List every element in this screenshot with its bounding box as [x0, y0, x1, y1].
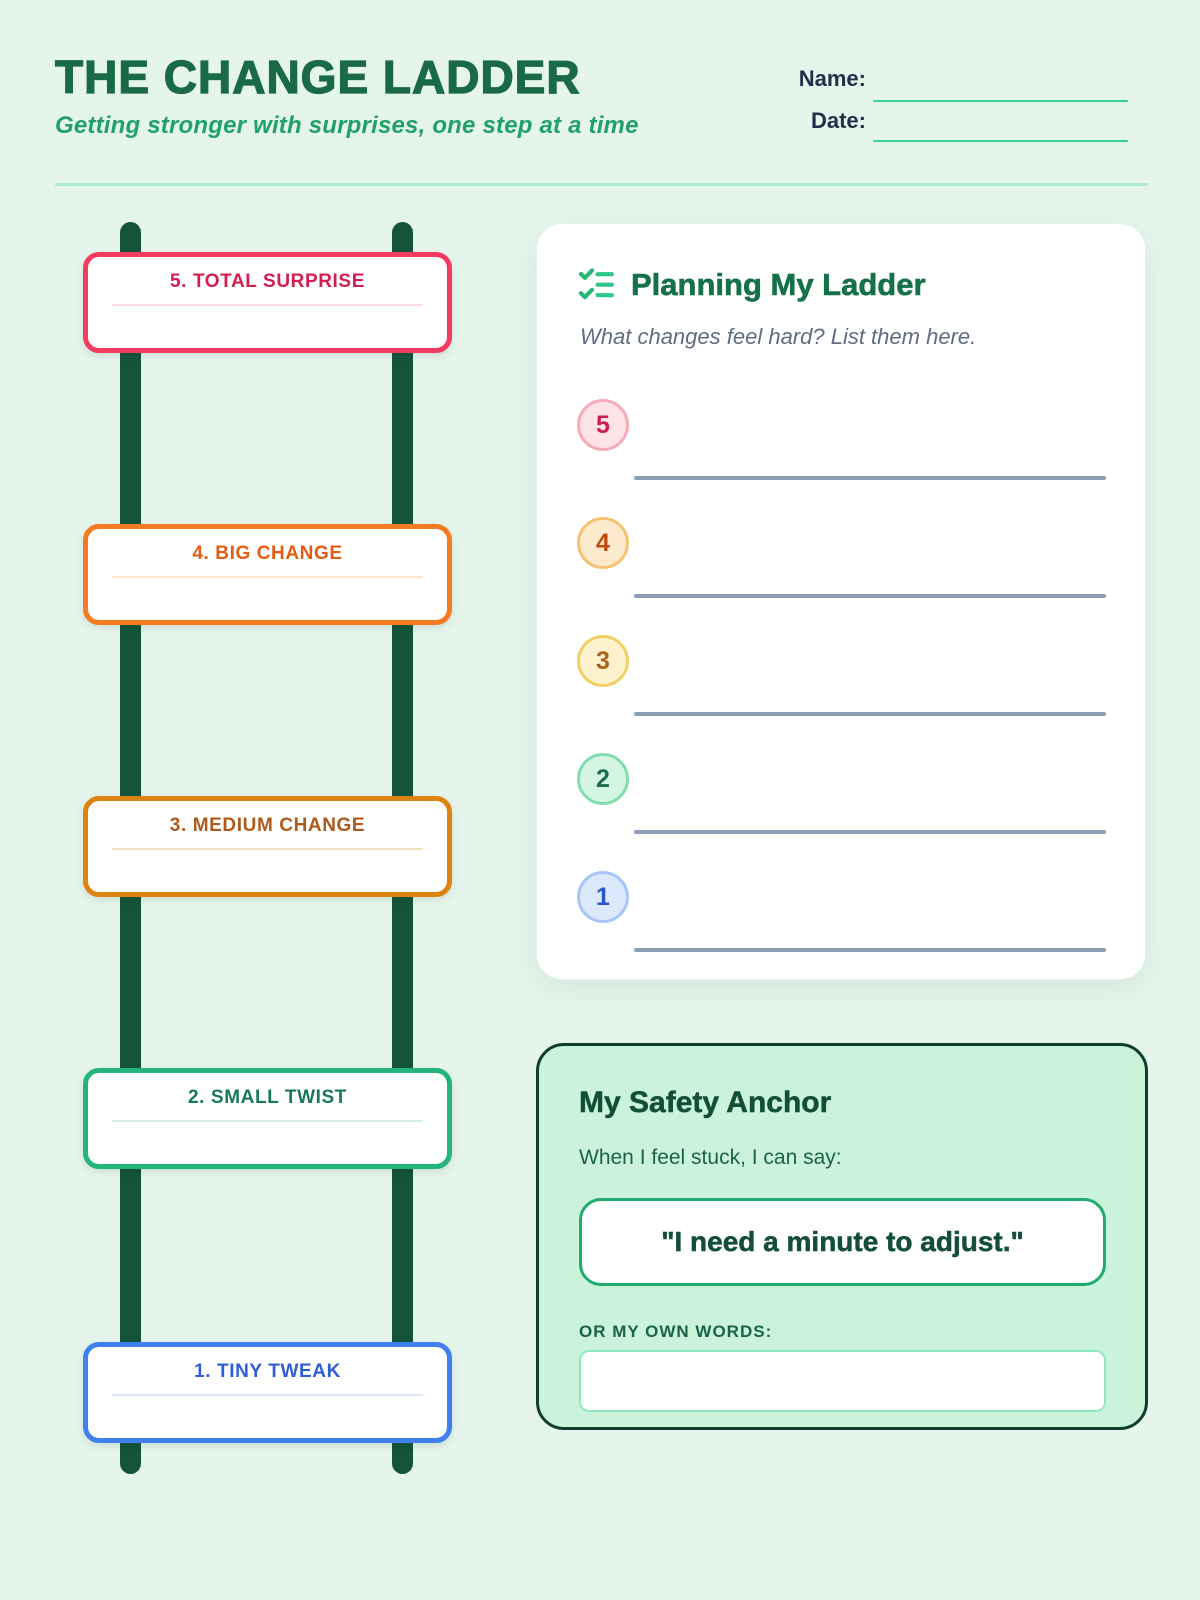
step-badge-3: 3	[577, 635, 629, 687]
safety-anchor-card: My Safety Anchor When I feel stuck, I ca…	[536, 1043, 1148, 1430]
rung-label: 5. TOTAL SURPRISE	[170, 271, 365, 292]
rung-write-area[interactable]	[98, 581, 437, 614]
plan-write-line-4[interactable]	[634, 594, 1106, 598]
safety-quote-box: "I need a minute to adjust."	[579, 1198, 1106, 1286]
plan-write-line-2[interactable]	[634, 830, 1106, 834]
rung-label: 3. MEDIUM CHANGE	[169, 815, 366, 836]
step-badge-2: 2	[577, 753, 629, 805]
own-words-input[interactable]	[579, 1350, 1106, 1412]
rung-divider-line	[112, 848, 423, 850]
page-title: THE CHANGE LADDER	[54, 50, 581, 103]
planning-title: Planning My Ladder	[631, 267, 926, 303]
header-divider	[55, 183, 1148, 186]
ladder-rung-1-tiny-tweak: 1. TINY TWEAK	[83, 1342, 452, 1443]
name-label: Name:	[798, 66, 866, 91]
planning-subtitle: What changes feel hard? List them here.	[580, 324, 977, 349]
ladder-rung-3-medium-change: 3. MEDIUM CHANGE	[83, 796, 452, 897]
own-words-label: OR MY OWN WORDS:	[579, 1322, 773, 1341]
checklist-icon	[577, 266, 615, 304]
date-input-line[interactable]	[873, 140, 1128, 142]
plan-write-line-3[interactable]	[634, 712, 1106, 716]
step-badge-5: 5	[577, 399, 629, 451]
safety-anchor-prompt: When I feel stuck, I can say:	[579, 1146, 842, 1169]
rung-write-area[interactable]	[98, 853, 437, 886]
rung-label: 1. TINY TWEAK	[194, 1361, 341, 1382]
rung-divider-line	[112, 1394, 423, 1396]
rung-write-area[interactable]	[98, 1399, 437, 1432]
plan-write-line-1[interactable]	[634, 948, 1106, 952]
step-badge-1: 1	[577, 871, 629, 923]
rung-divider-line	[112, 1120, 423, 1122]
name-input-line[interactable]	[873, 100, 1128, 102]
date-label: Date:	[810, 108, 866, 133]
step-badge-4: 4	[577, 517, 629, 569]
safety-quote-text: "I need a minute to adjust."	[661, 1226, 1024, 1258]
rung-write-area[interactable]	[98, 309, 437, 342]
rung-divider-line	[112, 576, 423, 578]
ladder-rung-2-small-twist: 2. SMALL TWIST	[83, 1068, 452, 1169]
planning-card: Planning My Ladder What changes feel har…	[536, 223, 1146, 980]
rung-label: 2. SMALL TWIST	[188, 1087, 347, 1108]
rung-divider-line	[112, 304, 423, 306]
page-subtitle: Getting stronger with surprises, one ste…	[55, 112, 639, 139]
plan-write-line-5[interactable]	[634, 476, 1106, 480]
rung-write-area[interactable]	[98, 1125, 437, 1158]
planning-header: Planning My Ladder	[577, 266, 926, 304]
rung-label: 4. BIG CHANGE	[192, 543, 343, 564]
ladder-rung-4-big-change: 4. BIG CHANGE	[83, 524, 452, 625]
safety-anchor-title: My Safety Anchor	[579, 1086, 832, 1120]
ladder-rung-5-total-surprise: 5. TOTAL SURPRISE	[83, 252, 452, 353]
